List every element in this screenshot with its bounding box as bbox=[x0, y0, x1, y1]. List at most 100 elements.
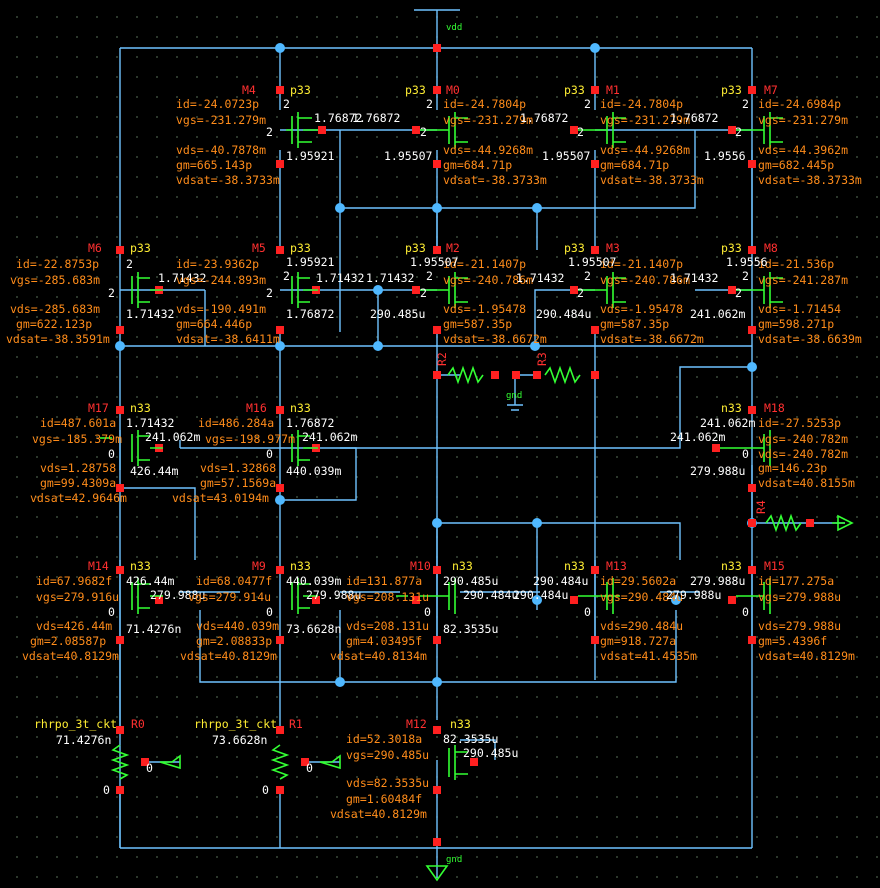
m17-drain: 241.062m bbox=[145, 430, 201, 444]
r1-bot: 0 bbox=[262, 783, 269, 797]
m17-name: M17 bbox=[88, 401, 109, 415]
m13-id: id=29.5602a bbox=[600, 574, 677, 588]
m16-vgs: vgs=-198.977m bbox=[205, 432, 296, 446]
m1-bulk2: 2 bbox=[577, 125, 584, 139]
r0-side: 0 bbox=[146, 761, 153, 775]
m5-gate: 1.71432 bbox=[316, 271, 365, 285]
m10-vgs: vgs=208.131u bbox=[346, 590, 430, 604]
m13-name: M13 bbox=[606, 559, 627, 573]
m4-name: M4 bbox=[242, 83, 256, 97]
m14-id: id=67.9682f bbox=[36, 574, 113, 588]
m5-name: M5 bbox=[252, 241, 266, 255]
m7-src: 1.9556 bbox=[704, 149, 746, 163]
m1-bulk: 2 bbox=[584, 97, 591, 111]
m8-vdsat: vdsat=-38.6639m bbox=[758, 332, 862, 346]
m15-bulk: 0 bbox=[742, 605, 749, 619]
m8-model: p33 bbox=[721, 241, 742, 255]
m1-vgs: vgs=-231.279m bbox=[600, 113, 691, 127]
m10-drain: 82.3535u bbox=[443, 622, 499, 636]
m13-gate: 290.484u bbox=[533, 574, 589, 588]
m12-vds: vds=82.3535u bbox=[346, 776, 430, 790]
r1-side: 0 bbox=[306, 761, 313, 775]
m15-gm: gm=5.4396f bbox=[758, 634, 828, 648]
m2-gate: 1.71432 bbox=[366, 271, 415, 285]
m0-vdsat: vdsat=-38.3733m bbox=[443, 173, 547, 187]
m3-vdsat: vdsat=-38.6672m bbox=[600, 332, 704, 346]
m6-bulk2: 2 bbox=[108, 286, 115, 300]
m10-gm: gm=4.03495f bbox=[346, 634, 423, 648]
m18-gate: 241.062m bbox=[670, 430, 726, 444]
m4-bulk: 2 bbox=[283, 97, 290, 111]
m0-name: M0 bbox=[446, 83, 460, 97]
m3-vds: vds=-1.95478 bbox=[600, 302, 684, 316]
m2-gm: gm=587.35p bbox=[443, 317, 513, 331]
m4-bulk2: 2 bbox=[266, 125, 273, 139]
m15-vdsat: vdsat=40.8129m bbox=[758, 649, 855, 663]
m5-vds: vds=-190.491m bbox=[176, 302, 267, 316]
m10-src: 290.484u bbox=[463, 588, 519, 602]
m0-vds: vds=-44.9268m bbox=[443, 143, 534, 157]
m8-gm: gm=598.271p bbox=[758, 317, 835, 331]
m4-gate: 1.76872 bbox=[314, 111, 363, 125]
m14-model: n33 bbox=[130, 559, 151, 573]
m8-vds: vds=-1.71454 bbox=[758, 302, 842, 316]
m13-src: 290.484u bbox=[513, 588, 569, 602]
m16-vds: vds=1.32868 bbox=[200, 461, 277, 475]
m6-id: id=-22.8753p bbox=[16, 257, 100, 271]
m18-gm: gm=146.23p bbox=[758, 461, 828, 475]
m18-model: n33 bbox=[721, 401, 742, 415]
m14-gate: 426.44m bbox=[126, 574, 175, 588]
m12-model: n33 bbox=[450, 717, 471, 731]
m0-bulk: 2 bbox=[426, 97, 433, 111]
m13-vgs: vgs=290.484u bbox=[600, 590, 684, 604]
m15-id: id=177.275a bbox=[758, 574, 835, 588]
m14-drain: 71.4276n bbox=[126, 622, 182, 636]
m17-vgs: vgs=-185.379m bbox=[32, 432, 123, 446]
r1-name: R1 bbox=[289, 717, 303, 731]
m17-vdsat: vdsat=42.9646m bbox=[30, 491, 127, 505]
m7-bulk2: 2 bbox=[735, 125, 742, 139]
m9-src: 279.988u bbox=[306, 588, 362, 602]
m0-src: 1.95507 bbox=[384, 149, 433, 163]
m0-gm: gm=684.71p bbox=[443, 158, 513, 172]
m10-gate: 290.485u bbox=[443, 574, 499, 588]
m2-src: 1.95507 bbox=[410, 255, 459, 269]
m14-src: 279.988u bbox=[150, 588, 206, 602]
m3-bulk2: 2 bbox=[577, 286, 584, 300]
m6-gm: gm=622.123p bbox=[16, 317, 93, 331]
m10-name: M10 bbox=[410, 559, 431, 573]
m2-id: id=-21.1407p bbox=[443, 257, 527, 271]
m2-bulk: 2 bbox=[426, 269, 433, 283]
m0-vgs: vgs=-231.279m bbox=[443, 113, 534, 127]
r4-name: R4 bbox=[754, 500, 768, 514]
m3-src: 1.95507 bbox=[568, 255, 617, 269]
m1-name: M1 bbox=[606, 83, 620, 97]
m6-bulk: 2 bbox=[126, 257, 133, 271]
m10-id: id=131.877a bbox=[346, 574, 423, 588]
m7-gm: gm=682.445p bbox=[758, 158, 835, 172]
m16-id: id=486.284a bbox=[198, 416, 275, 430]
r3-name: R3 bbox=[535, 352, 549, 366]
r0-bot: 0 bbox=[103, 783, 110, 797]
m8-vgs: vgs=-241.287m bbox=[758, 273, 849, 287]
m1-src: 1.95507 bbox=[542, 149, 591, 163]
m9-name: M9 bbox=[252, 559, 266, 573]
m5-bulk2: 2 bbox=[266, 286, 273, 300]
m12-gate: 290.485u bbox=[463, 746, 519, 760]
m14-vdsat: vdsat=40.8129m bbox=[22, 649, 119, 663]
m13-model: n33 bbox=[564, 559, 585, 573]
m12-gm: gm=1.60484f bbox=[346, 792, 423, 806]
gnd-label-bottom: gnd bbox=[446, 855, 462, 865]
m5-model: p33 bbox=[290, 241, 311, 255]
m12-id: id=52.3018a bbox=[346, 732, 423, 746]
m14-gm: gm=2.08587p bbox=[30, 634, 107, 648]
m18-bulk: 0 bbox=[742, 447, 749, 461]
m0-id: id=-24.7804p bbox=[443, 97, 527, 111]
m6-model: p33 bbox=[130, 241, 151, 255]
m16-src: 440.039m bbox=[286, 464, 342, 478]
m9-drain: 73.6628n bbox=[286, 622, 342, 636]
m4-src: 1.95921 bbox=[286, 149, 335, 163]
r0-name: R0 bbox=[131, 717, 145, 731]
